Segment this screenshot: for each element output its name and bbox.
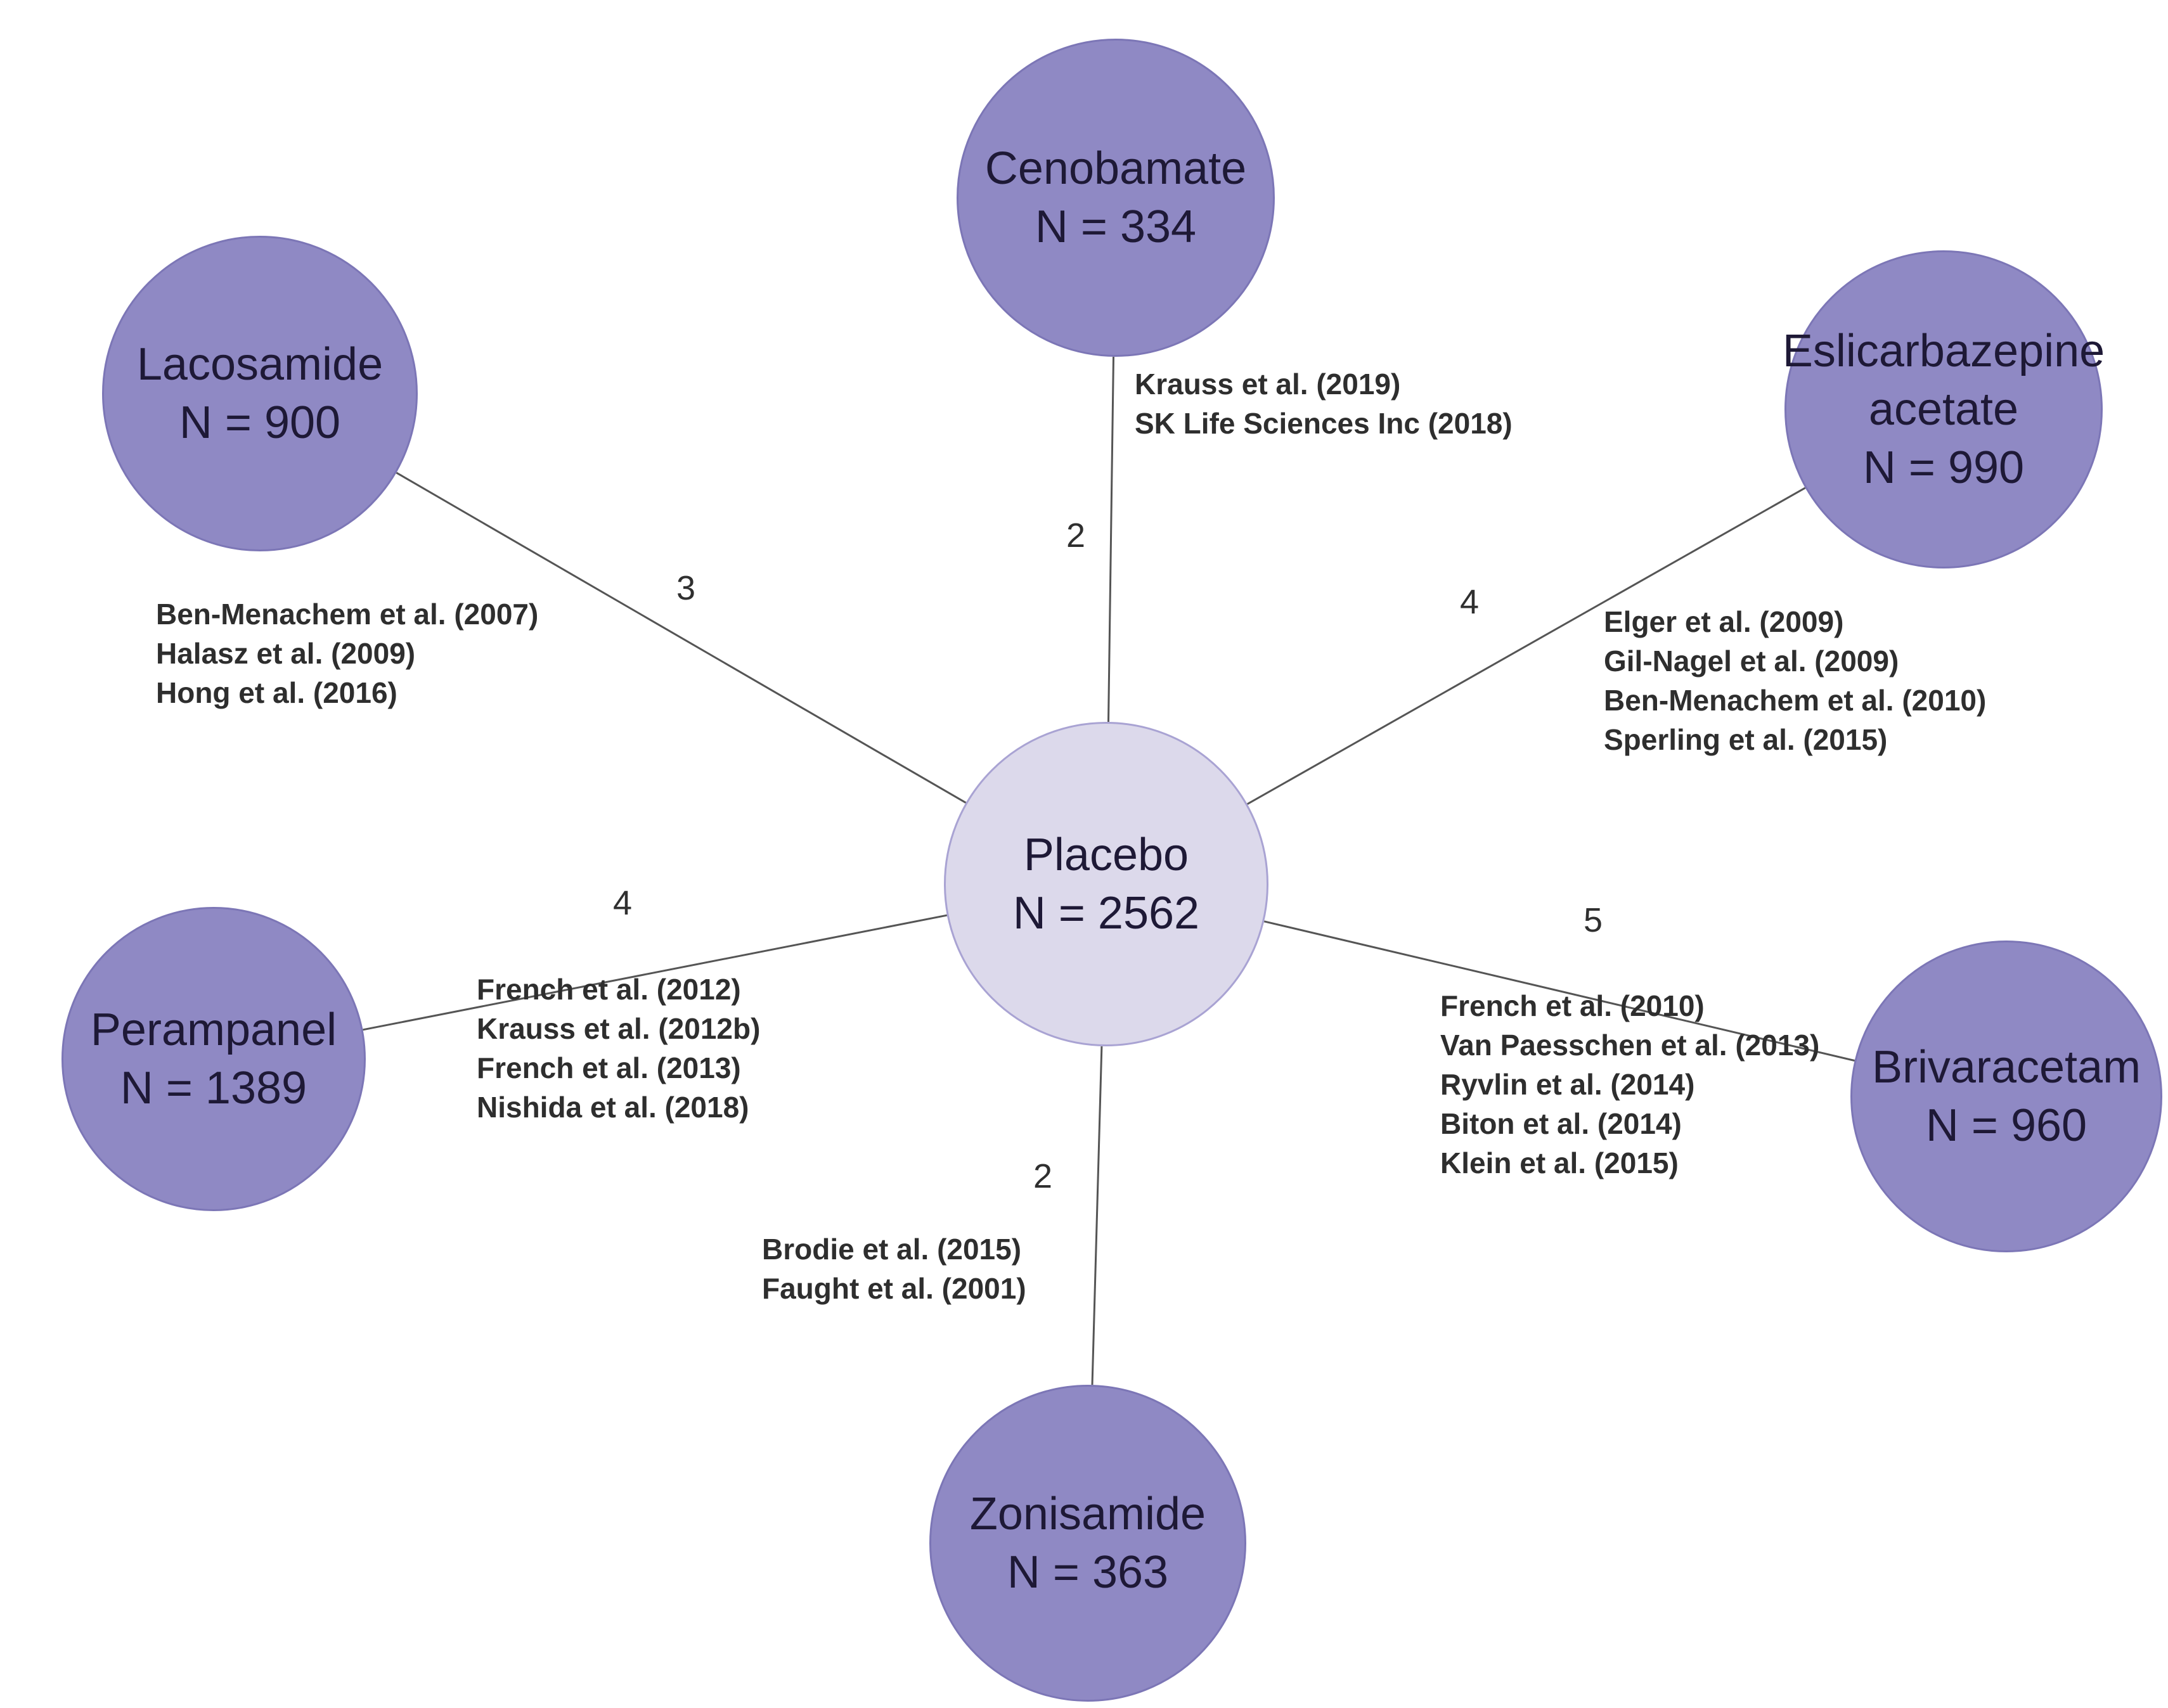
node-sample-size: N = 363 (1007, 1547, 1169, 1598)
edge-line-placebo-lacosamide (396, 472, 967, 804)
citation-line: Elger et al. (2009) (1604, 605, 1844, 638)
edge-study-count-brivaracetam: 5 (1583, 901, 1603, 939)
citation-line: Ryvlin et al. (2014) (1440, 1068, 1695, 1101)
node-cenobamate: Cenobamate N = 334 (957, 39, 1275, 357)
citation-line: French et al. (2013) (477, 1051, 741, 1084)
node-label-line: Eslicarbazepine (1782, 326, 2105, 376)
node-label-line: Brivaracetam (1871, 1042, 2141, 1093)
edge-study-count-eslicarbazepine-acetate: 4 (1459, 583, 1480, 621)
edge-study-count-zonisamide: 2 (1033, 1157, 1053, 1195)
node-sample-size: N = 1389 (120, 1063, 307, 1114)
citation-line: French et al. (2010) (1440, 989, 1705, 1022)
citation-list-zonisamide: Brodie et al. (2015) Faught et al. (2001) (762, 1230, 1026, 1308)
citation-line: Klein et al. (2015) (1440, 1146, 1679, 1179)
citation-line: SK Life Sciences Inc (2018) (1135, 407, 1513, 440)
node-label-line: Cenobamate (984, 143, 1247, 194)
citation-line: Ben-Menachem et al. (2010) (1604, 684, 1987, 717)
node-placebo: Placebo N = 2562 (944, 722, 1268, 1046)
edge-study-count-perampanel: 4 (612, 884, 633, 922)
citation-line: Halasz et al. (2009) (156, 637, 416, 670)
node-lacosamide: Lacosamide N = 900 (102, 236, 418, 551)
citation-line: Hong et al. (2016) (156, 676, 397, 709)
node-label-line: Placebo (1023, 830, 1189, 880)
edge-line-placebo-cenobamate (1107, 356, 1114, 722)
citation-line: Gil-Nagel et al. (2009) (1604, 645, 1899, 677)
citation-line: Brodie et al. (2015) (762, 1233, 1022, 1266)
edge-study-count-lacosamide: 3 (676, 569, 696, 607)
citation-line: Van Paesschen et al. (2013) (1440, 1029, 1820, 1062)
node-label-line: acetate (1868, 384, 2019, 435)
edge-line-placebo-perampanel (363, 914, 948, 1031)
node-label-line: Zonisamide (969, 1489, 1206, 1539)
citation-line: Biton et al. (2014) (1440, 1107, 1682, 1140)
citation-list-lacosamide: Ben-Menachem et al. (2007) Halasz et al. … (156, 594, 538, 712)
node-eslicarbazepine-acetate: Eslicarbazepine acetate N = 990 (1782, 250, 2105, 568)
edge-line-placebo-eslicarbazepine-acetate (1246, 487, 1806, 806)
node-brivaracetam: Brivaracetam N = 960 (1850, 941, 2162, 1252)
citation-line: Faught et al. (2001) (762, 1272, 1026, 1305)
node-sample-size: N = 990 (1862, 442, 2025, 493)
node-label-line: Lacosamide (136, 339, 384, 390)
edge-line-placebo-zonisamide (1091, 1046, 1103, 1385)
citation-line: Ben-Menachem et al. (2007) (156, 598, 539, 631)
node-sample-size: N = 334 (1035, 202, 1197, 252)
citation-line: Krauss et al. (2019) (1135, 368, 1401, 401)
citation-line: Nishida et al. (2018) (477, 1091, 749, 1124)
node-sample-size: N = 900 (179, 397, 341, 448)
citation-line: Sperling et al. (2015) (1604, 723, 1888, 756)
citation-line: Krauss et al. (2012b) (477, 1012, 761, 1045)
citation-list-eslicarbazepine-acetate: Elger et al. (2009) Gil-Nagel et al. (200… (1604, 602, 1986, 759)
citation-list-perampanel: French et al. (2012) Krauss et al. (2012b… (477, 970, 760, 1127)
node-label-line: Perampanel (90, 1005, 337, 1055)
citation-line: French et al. (2012) (477, 973, 741, 1006)
node-zonisamide: Zonisamide N = 363 (929, 1385, 1246, 1702)
node-sample-size: N = 960 (1925, 1100, 2087, 1151)
edge-line-placebo-brivaracetam (1263, 920, 1855, 1062)
node-sample-size: N = 2562 (1012, 888, 1200, 939)
citation-list-brivaracetam: French et al. (2010) Van Paesschen et al.… (1440, 986, 1819, 1183)
node-perampanel: Perampanel N = 1389 (61, 907, 366, 1211)
citation-list-cenobamate: Krauss et al. (2019) SK Life Sciences Inc… (1135, 364, 1513, 443)
edge-study-count-cenobamate: 2 (1066, 517, 1086, 555)
